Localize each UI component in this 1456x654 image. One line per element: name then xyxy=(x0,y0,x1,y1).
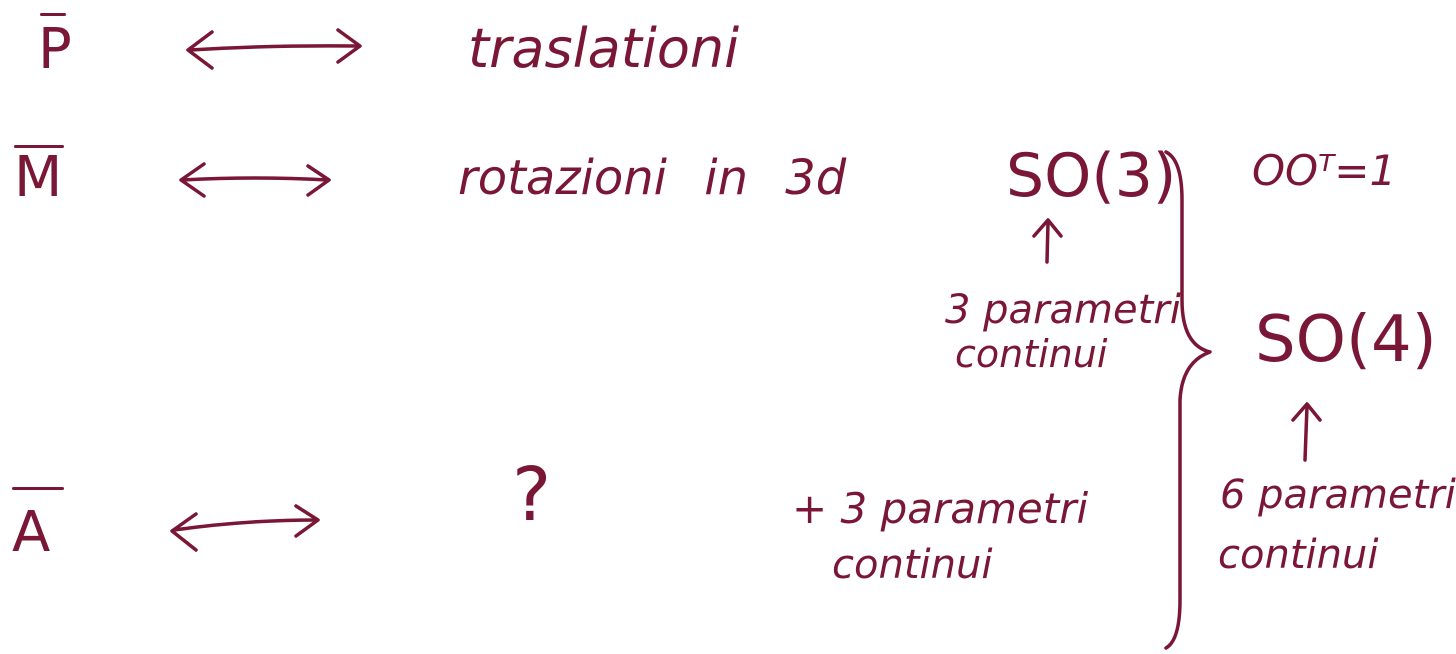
extra-params-line2: continui xyxy=(832,542,993,588)
overbar-m xyxy=(14,145,64,148)
so3-params-line1: 3 parametri xyxy=(945,287,1181,333)
so3-params-line2: continui xyxy=(955,332,1108,376)
so4-params-line2: continui xyxy=(1218,532,1379,578)
overbar-p xyxy=(40,13,66,16)
rotations-text: rotazioni in 3d xyxy=(458,150,847,206)
symbol-m: M xyxy=(14,145,63,210)
double-arrow-m-icon xyxy=(179,162,331,198)
symbol-p: P xyxy=(38,17,72,82)
orthogonality-condition: OOᵀ=1 xyxy=(1252,146,1397,195)
up-arrow-so3-icon xyxy=(1032,218,1063,264)
translations-text: traslationi xyxy=(468,17,740,80)
so3-label: SO(3) xyxy=(1006,141,1177,211)
curly-brace-icon xyxy=(1164,150,1212,650)
double-arrow-a-icon xyxy=(170,504,320,552)
overbar-a xyxy=(12,487,64,490)
symbol-a: A xyxy=(12,500,51,565)
so4-label: SO(4) xyxy=(1255,303,1437,377)
double-arrow-p-icon xyxy=(186,28,362,70)
question-mark: ? xyxy=(512,452,552,538)
up-arrow-so4-icon xyxy=(1291,402,1322,462)
extra-params-line1: + 3 parametri xyxy=(792,484,1089,533)
so4-params-line1: 6 parametri xyxy=(1220,472,1456,518)
